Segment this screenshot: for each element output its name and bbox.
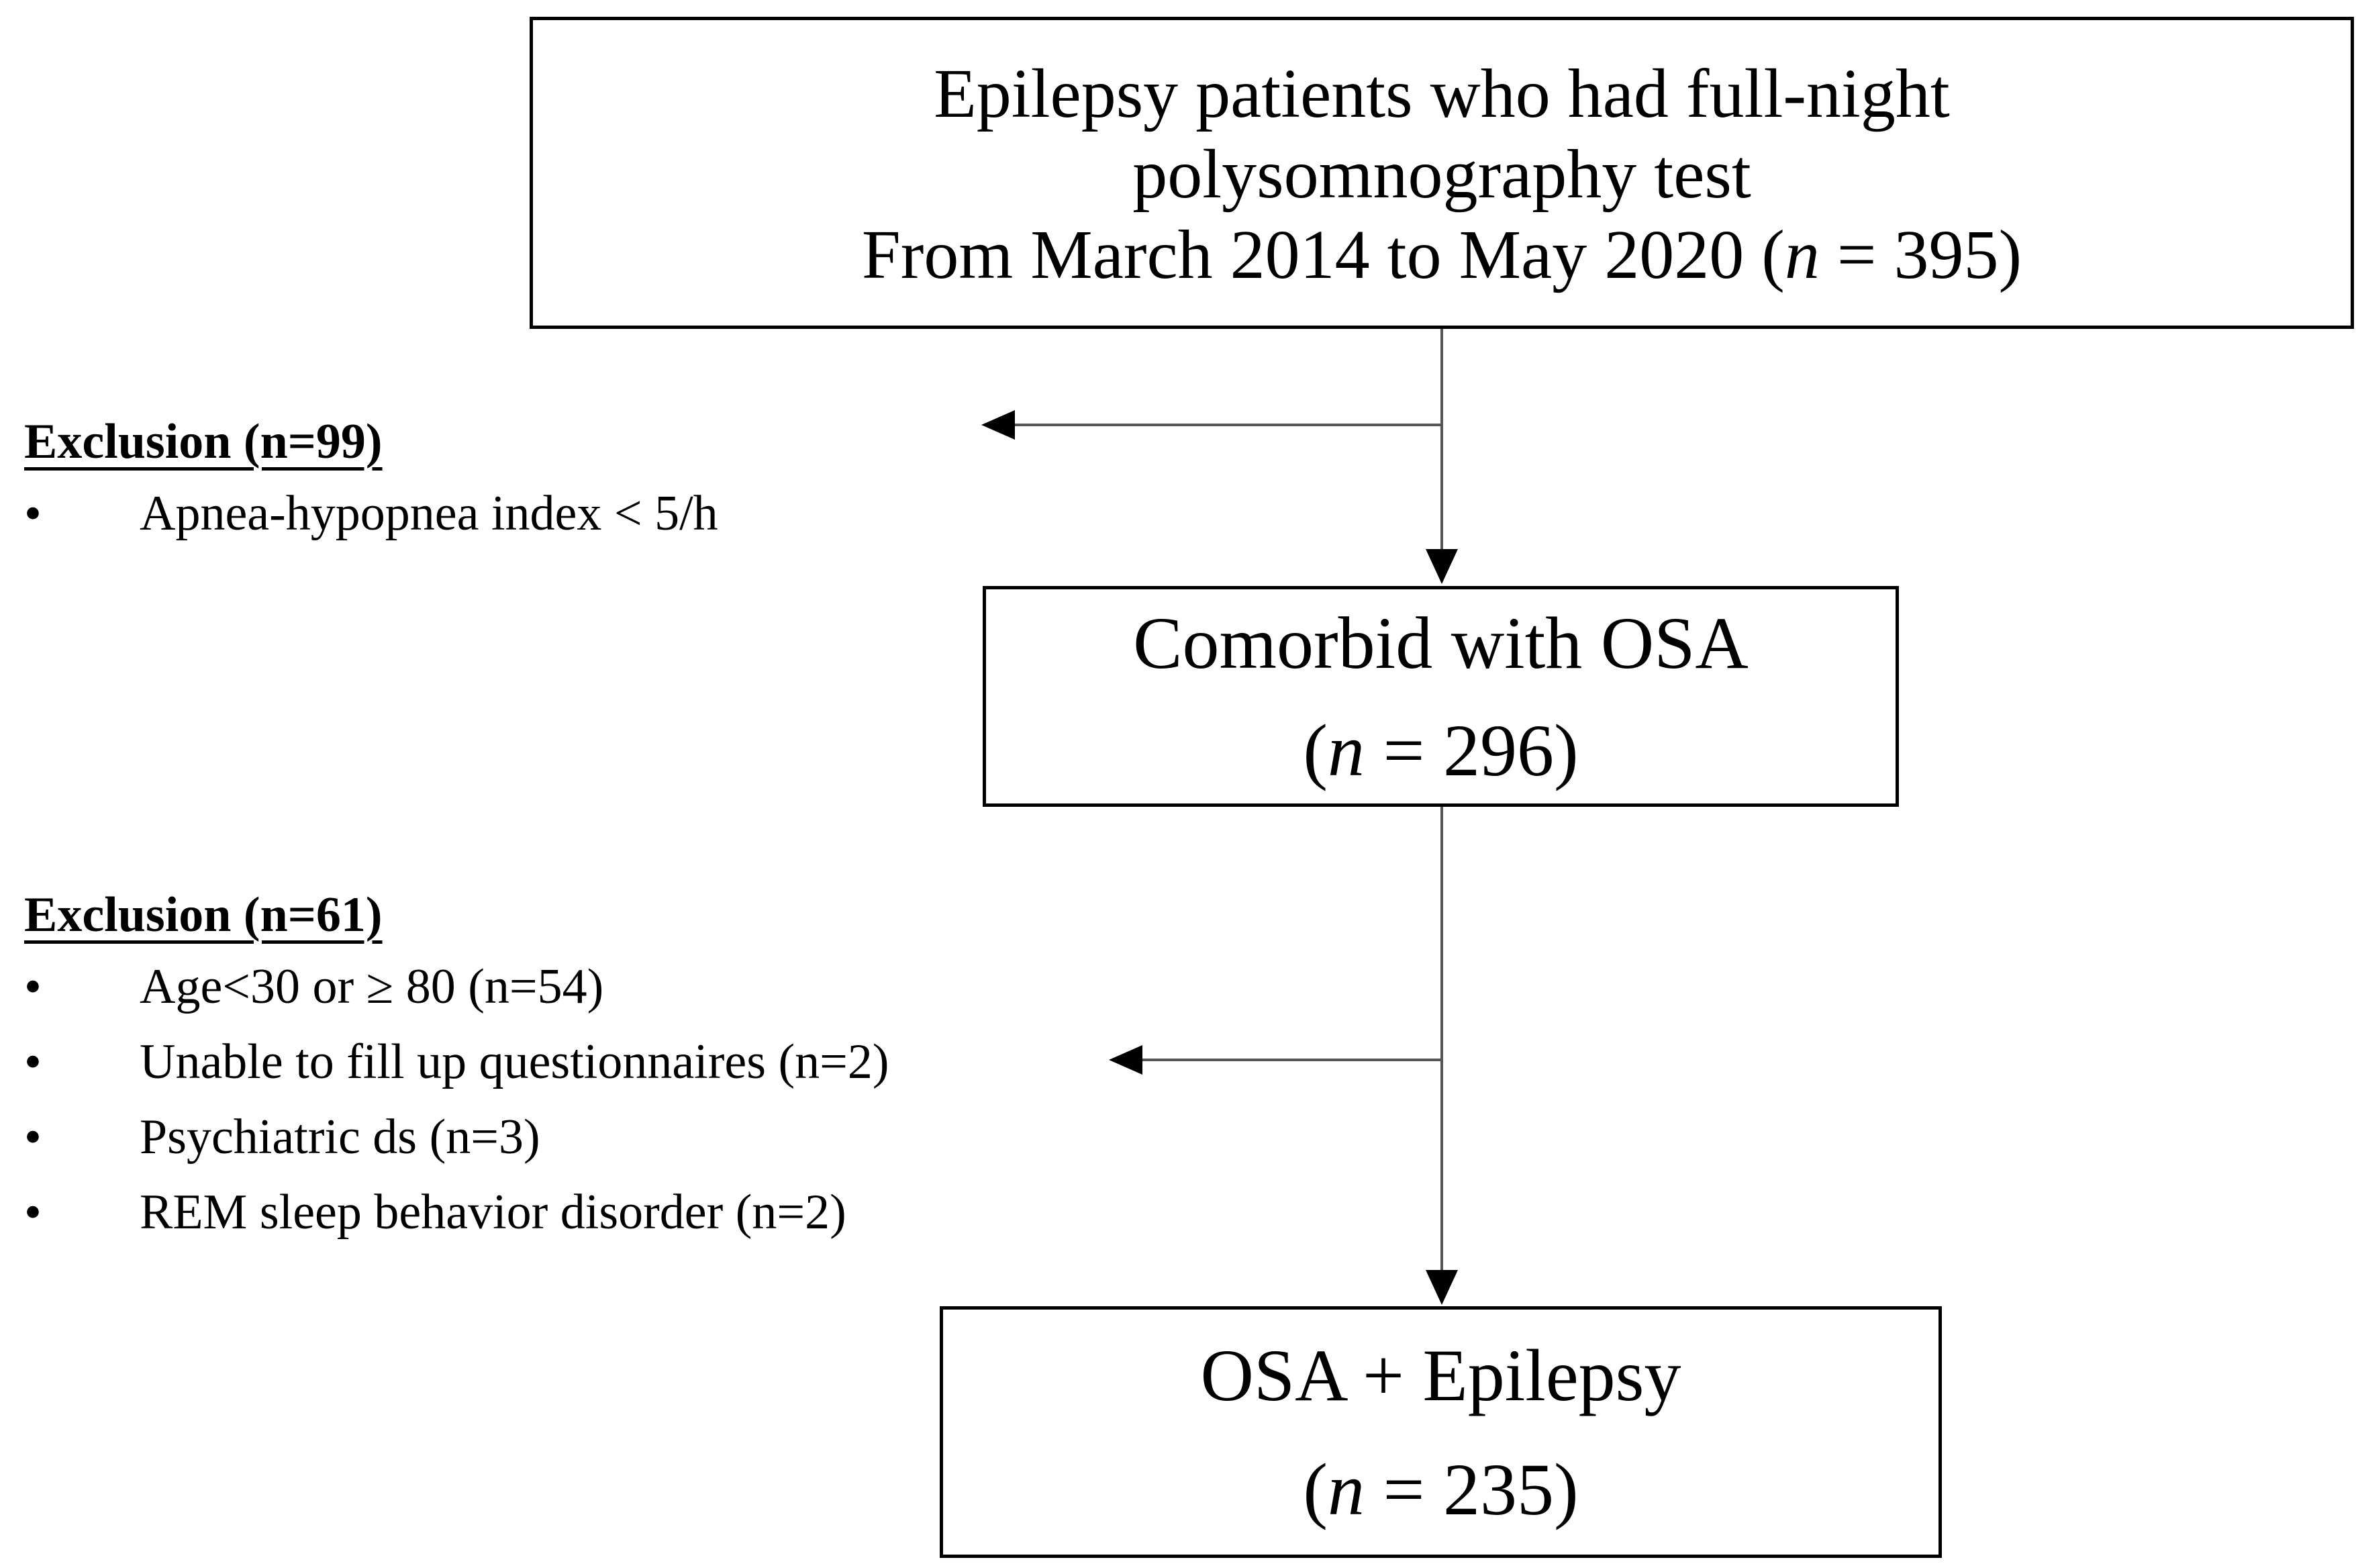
bullet-icon: • [24, 1185, 42, 1240]
n-symbol: n [1327, 709, 1365, 791]
box-comorbid-count-line: (n = 296) [1303, 697, 1578, 804]
exclusion-item-text: Age<30 or ≥ 80 (n=54) [140, 959, 604, 1014]
box-initial-line2: polysomnography test [1132, 135, 1751, 213]
bullet-icon: • [24, 1034, 42, 1089]
n-symbol: n [1327, 1448, 1365, 1530]
exclusion-item-text: Unable to fill up questionnaires (n=2) [140, 1034, 889, 1089]
exclusion-heading-2: Exclusion (n=61) [24, 887, 383, 942]
open-paren: ( [1303, 709, 1328, 791]
box-final-count: = 235) [1364, 1448, 1579, 1530]
exclusion-item: • Age<30 or ≥ 80 (n=54) [24, 949, 1165, 1024]
exclusion-list-2: • Age<30 or ≥ 80 (n=54) • Unable to fill… [24, 949, 1165, 1250]
exclusion-heading-1: Exclusion (n=99) [24, 414, 383, 469]
exclusion-item-text: REM sleep behavior disorder (n=2) [140, 1185, 846, 1240]
bullet-icon: • [24, 486, 42, 541]
box-initial-line1: Epilepsy patients who had full-night [934, 54, 1950, 132]
box-osa-epilepsy: OSA + Epilepsy (n = 235) [940, 1306, 1942, 1558]
exclusion-item-text: Apnea-hypopnea index < 5/h [140, 486, 718, 541]
n-symbol: n [1784, 215, 1820, 293]
box-comorbid-label: Comorbid with OSA [1133, 601, 1749, 684]
box-comorbid-count: = 296) [1364, 709, 1579, 791]
exclusion-list-1: • Apnea-hypopnea index < 5/h [24, 476, 1031, 551]
box-initial-period: From March 2014 to May 2020 ( [861, 215, 1785, 293]
box-initial-line3: From March 2014 to May 2020 (n = 395) [862, 215, 2022, 295]
arrowhead-top-to-middle [1426, 549, 1458, 584]
box-initial-cohort: Epilepsy patients who had full-night pol… [530, 17, 2354, 329]
box-final-label: OSA + Epilepsy [1200, 1334, 1681, 1416]
arrowhead-exclusion-2 [1109, 1045, 1142, 1075]
exclusion-item-text: Psychiatric ds (n=3) [140, 1110, 540, 1165]
exclusion-item: • Unable to fill up questionnaires (n=2) [24, 1024, 1165, 1099]
arrowhead-middle-to-bottom [1426, 1270, 1458, 1305]
box-initial-count: = 395) [1819, 215, 2022, 293]
exclusion-item: • REM sleep behavior disorder (n=2) [24, 1175, 1165, 1250]
box-comorbid-osa: Comorbid with OSA (n = 296) [983, 586, 1899, 807]
arrowhead-exclusion-1 [981, 410, 1015, 440]
open-paren: ( [1303, 1448, 1328, 1530]
box-final-count-line: (n = 235) [1303, 1432, 1578, 1547]
bullet-icon: • [24, 959, 42, 1014]
exclusion-item: • Psychiatric ds (n=3) [24, 1099, 1165, 1175]
exclusion-item: • Apnea-hypopnea index < 5/h [24, 476, 1031, 551]
bullet-icon: • [24, 1110, 42, 1165]
